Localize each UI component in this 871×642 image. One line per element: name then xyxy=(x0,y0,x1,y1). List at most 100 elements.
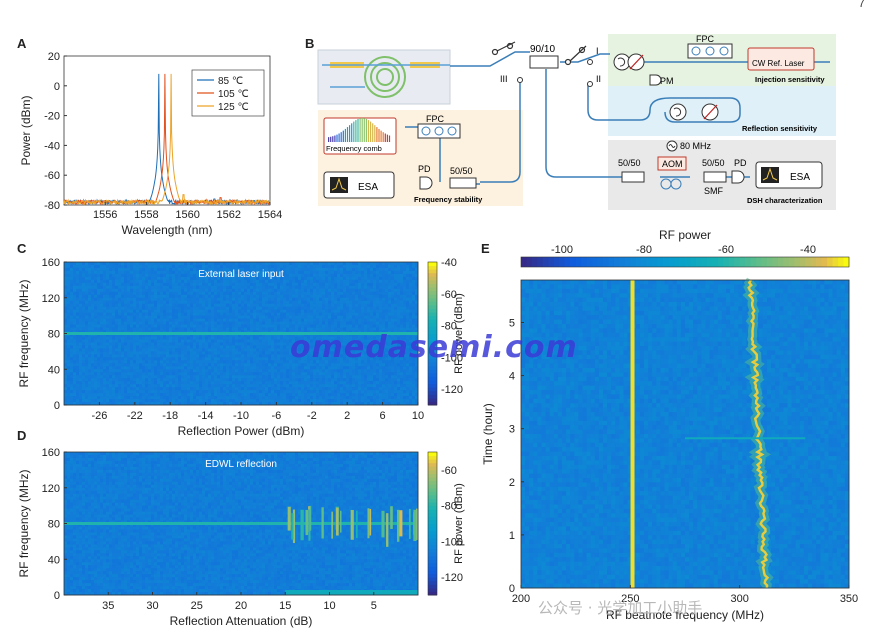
heatmap-cell xyxy=(103,366,107,370)
heatmap-cell xyxy=(97,396,101,400)
heatmap-cell xyxy=(82,336,86,340)
heatmap-cell xyxy=(118,294,122,299)
heatmap-cell xyxy=(325,351,329,355)
heatmap-cell xyxy=(346,366,350,370)
heatmap-cell xyxy=(160,264,164,269)
heatmap-cell xyxy=(154,357,158,361)
heatmap-cell xyxy=(229,390,233,394)
heatmap-cell xyxy=(256,381,260,385)
heatmap-cell xyxy=(271,381,275,385)
heatmap-cell xyxy=(166,303,170,308)
heatmap-cell xyxy=(241,369,245,373)
heatmap-cell xyxy=(247,345,251,349)
heatmap-cell xyxy=(97,354,101,358)
heatmap-cell xyxy=(238,297,242,302)
heatmap-cell xyxy=(250,333,254,337)
heatmap-cell xyxy=(283,375,287,379)
heatmap-cell xyxy=(172,366,176,370)
heatmap-cell xyxy=(205,294,209,299)
heatmap-cell xyxy=(337,264,341,269)
heatmap-cell xyxy=(316,336,320,340)
heatmap-cell xyxy=(238,399,242,403)
heatmap-cell xyxy=(94,348,98,352)
heatmap-cell xyxy=(259,291,263,296)
heatmap-cell xyxy=(343,297,347,302)
heatmap-cell xyxy=(265,378,269,382)
heatmap-cell xyxy=(136,303,140,308)
heatmap-cell xyxy=(145,396,149,400)
heatmap-cell xyxy=(151,339,155,343)
heatmap-cell xyxy=(214,354,218,358)
heatmap-cell xyxy=(217,315,221,320)
heatmap-cell xyxy=(82,363,86,367)
heatmap-cell xyxy=(163,384,167,388)
heatmap-cell xyxy=(349,327,353,331)
heatmap-cell xyxy=(103,393,107,397)
heatmap-cell xyxy=(349,372,353,376)
heatmap-cell xyxy=(241,267,245,272)
heatmap-cell xyxy=(355,273,359,278)
heatmap-cell xyxy=(121,402,125,406)
heatmap-cell xyxy=(277,279,281,284)
heatmap-cell xyxy=(202,390,206,394)
heatmap-cell xyxy=(286,357,290,361)
heatmap-cell xyxy=(226,267,230,272)
heatmap-cell xyxy=(79,300,83,305)
heatmap-cell xyxy=(265,342,269,346)
heatmap-cell xyxy=(208,315,212,320)
heatmap-cell xyxy=(295,396,299,400)
heatmap-cell xyxy=(217,294,221,299)
heatmap-cell xyxy=(85,339,89,343)
heatmap-cell xyxy=(76,294,80,299)
heatmap-cell xyxy=(112,288,116,293)
heatmap-cell xyxy=(283,345,287,349)
heatmap-cell xyxy=(85,336,89,340)
heatmap-cell xyxy=(130,363,134,367)
heatmap-cell xyxy=(88,378,92,382)
heatmap-cell xyxy=(202,318,206,322)
heatmap-cell xyxy=(187,372,191,376)
heatmap-cell xyxy=(169,282,173,287)
heatmap-cell xyxy=(295,291,299,296)
heatmap-cell xyxy=(361,372,365,376)
heatmap-cell xyxy=(241,282,245,287)
heatmap-cell xyxy=(112,291,116,296)
heatmap-cell xyxy=(199,324,203,328)
heatmap-cell xyxy=(154,363,158,367)
heatmap-cell xyxy=(262,312,266,317)
heatmap-cell xyxy=(253,357,257,361)
heatmap-cell xyxy=(97,312,101,317)
dsh-characterization-label: DSH characterization xyxy=(747,196,823,205)
pm-label: PM xyxy=(660,76,674,86)
heatmap-cell xyxy=(289,297,293,302)
heatmap-cell xyxy=(67,339,71,343)
heatmap-cell xyxy=(364,297,368,302)
heatmap-cell xyxy=(118,324,122,328)
heatmap-cell xyxy=(325,262,329,266)
heatmap-cell xyxy=(250,306,254,311)
heatmap-cell xyxy=(205,372,209,376)
heatmap-cell xyxy=(232,402,236,406)
heatmap-cell xyxy=(334,324,338,328)
heatmap-cell xyxy=(148,336,152,340)
heatmap-cell xyxy=(109,264,113,269)
heatmap-cell xyxy=(331,321,335,325)
heatmap-cell xyxy=(337,357,341,361)
heatmap-cell xyxy=(148,375,152,379)
heatmap-cell xyxy=(283,294,287,299)
heatmap-cell xyxy=(205,333,209,337)
heatmap-cell xyxy=(127,294,131,299)
heatmap-cell xyxy=(103,285,107,290)
heatmap-cell xyxy=(361,345,365,349)
heatmap-cell xyxy=(298,375,302,379)
heatmap-cell xyxy=(304,309,308,314)
y-axis-label: Power (dBm) xyxy=(19,95,33,165)
heatmap-cell xyxy=(100,390,104,394)
heatmap-cell xyxy=(220,360,224,364)
heatmap-cell xyxy=(316,384,320,388)
heatmap-cell xyxy=(211,372,215,376)
heatmap-cell xyxy=(250,300,254,305)
heatmap-cell xyxy=(292,279,296,284)
comb-line xyxy=(367,120,370,142)
heatmap-cell xyxy=(64,270,68,275)
